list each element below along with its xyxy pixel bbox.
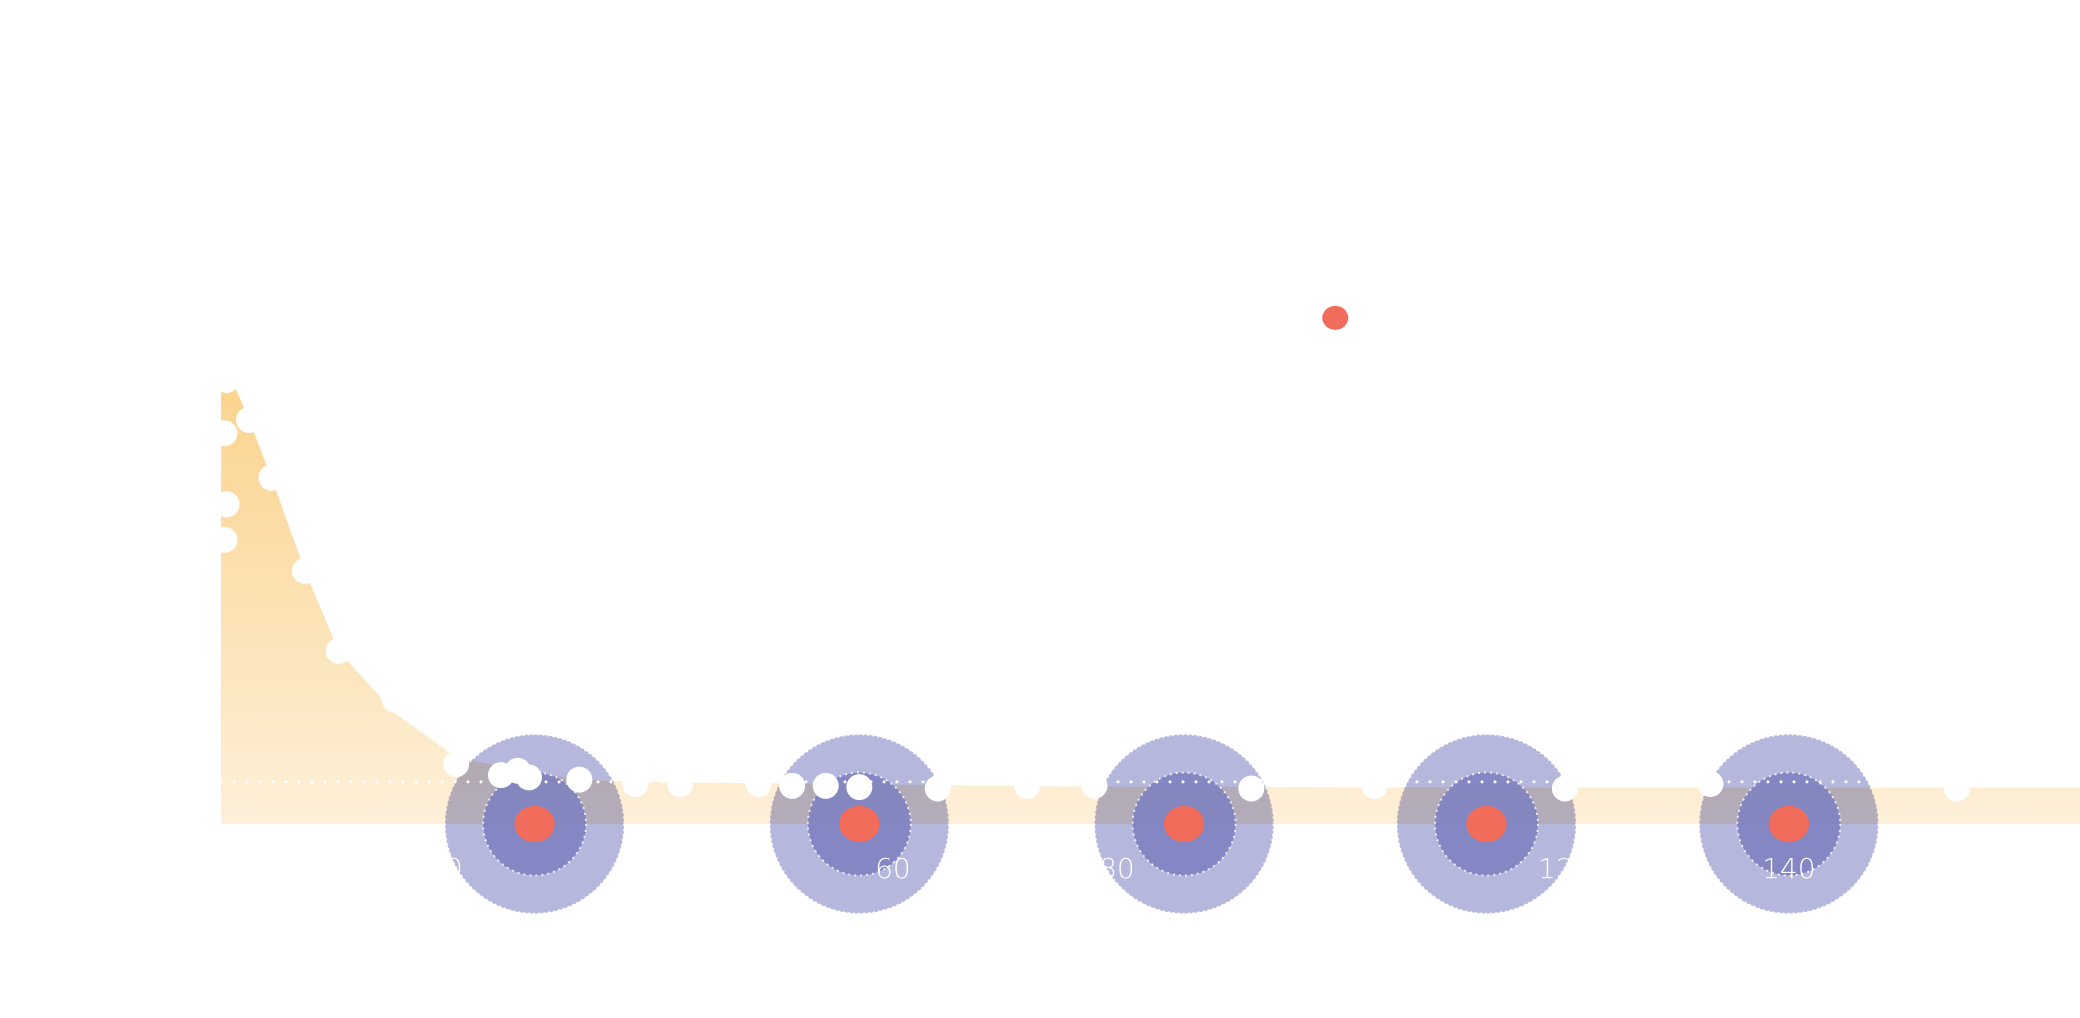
data-point xyxy=(211,420,238,447)
data-point xyxy=(325,637,352,664)
data-point xyxy=(812,772,839,799)
x-tick-label: 80 xyxy=(1099,852,1135,885)
data-point xyxy=(213,491,240,518)
data-point xyxy=(1361,772,1388,799)
outlier-layer xyxy=(1322,305,1349,330)
area-series xyxy=(221,380,2080,824)
outlier-point xyxy=(1322,305,1349,330)
data-point xyxy=(846,774,873,801)
center-dot xyxy=(514,805,555,843)
data-point xyxy=(566,766,593,793)
data-point xyxy=(779,772,806,799)
data-point xyxy=(622,771,649,798)
data-point xyxy=(924,775,951,802)
center-dot xyxy=(1466,805,1507,843)
data-point xyxy=(258,464,285,491)
target-glyph xyxy=(1395,733,1578,915)
center-dot xyxy=(1163,805,1205,843)
data-point xyxy=(1081,772,1108,799)
data-point xyxy=(515,764,542,791)
data-point xyxy=(381,686,408,713)
data-point xyxy=(213,367,240,393)
x-tick-label: 20 xyxy=(427,852,463,885)
target-glyphs xyxy=(443,733,1880,915)
data-point xyxy=(235,406,262,433)
target-glyph xyxy=(768,733,950,915)
center-dot xyxy=(839,805,880,843)
data-point xyxy=(667,771,694,798)
scatter-points xyxy=(211,367,1970,802)
target-glyph xyxy=(1093,733,1275,915)
data-point xyxy=(1697,771,1724,798)
data-point xyxy=(443,751,470,778)
data-point xyxy=(745,771,772,798)
x-tick-label: 120 xyxy=(1538,852,1591,885)
data-point xyxy=(1551,775,1578,802)
data-point xyxy=(1014,772,1041,799)
data-point xyxy=(1238,775,1265,802)
x-tick-label: 60 xyxy=(875,852,911,885)
target-glyph xyxy=(1698,733,1880,915)
data-point xyxy=(211,526,238,553)
target-glyph xyxy=(443,733,626,915)
x-tick-labels: 20 60 80 120 140 xyxy=(427,852,1815,885)
x-tick-label: 140 xyxy=(1762,852,1815,885)
center-dot xyxy=(1768,805,1809,843)
area-fill xyxy=(221,380,2080,824)
data-point xyxy=(1943,775,1970,802)
data-point xyxy=(291,557,318,584)
